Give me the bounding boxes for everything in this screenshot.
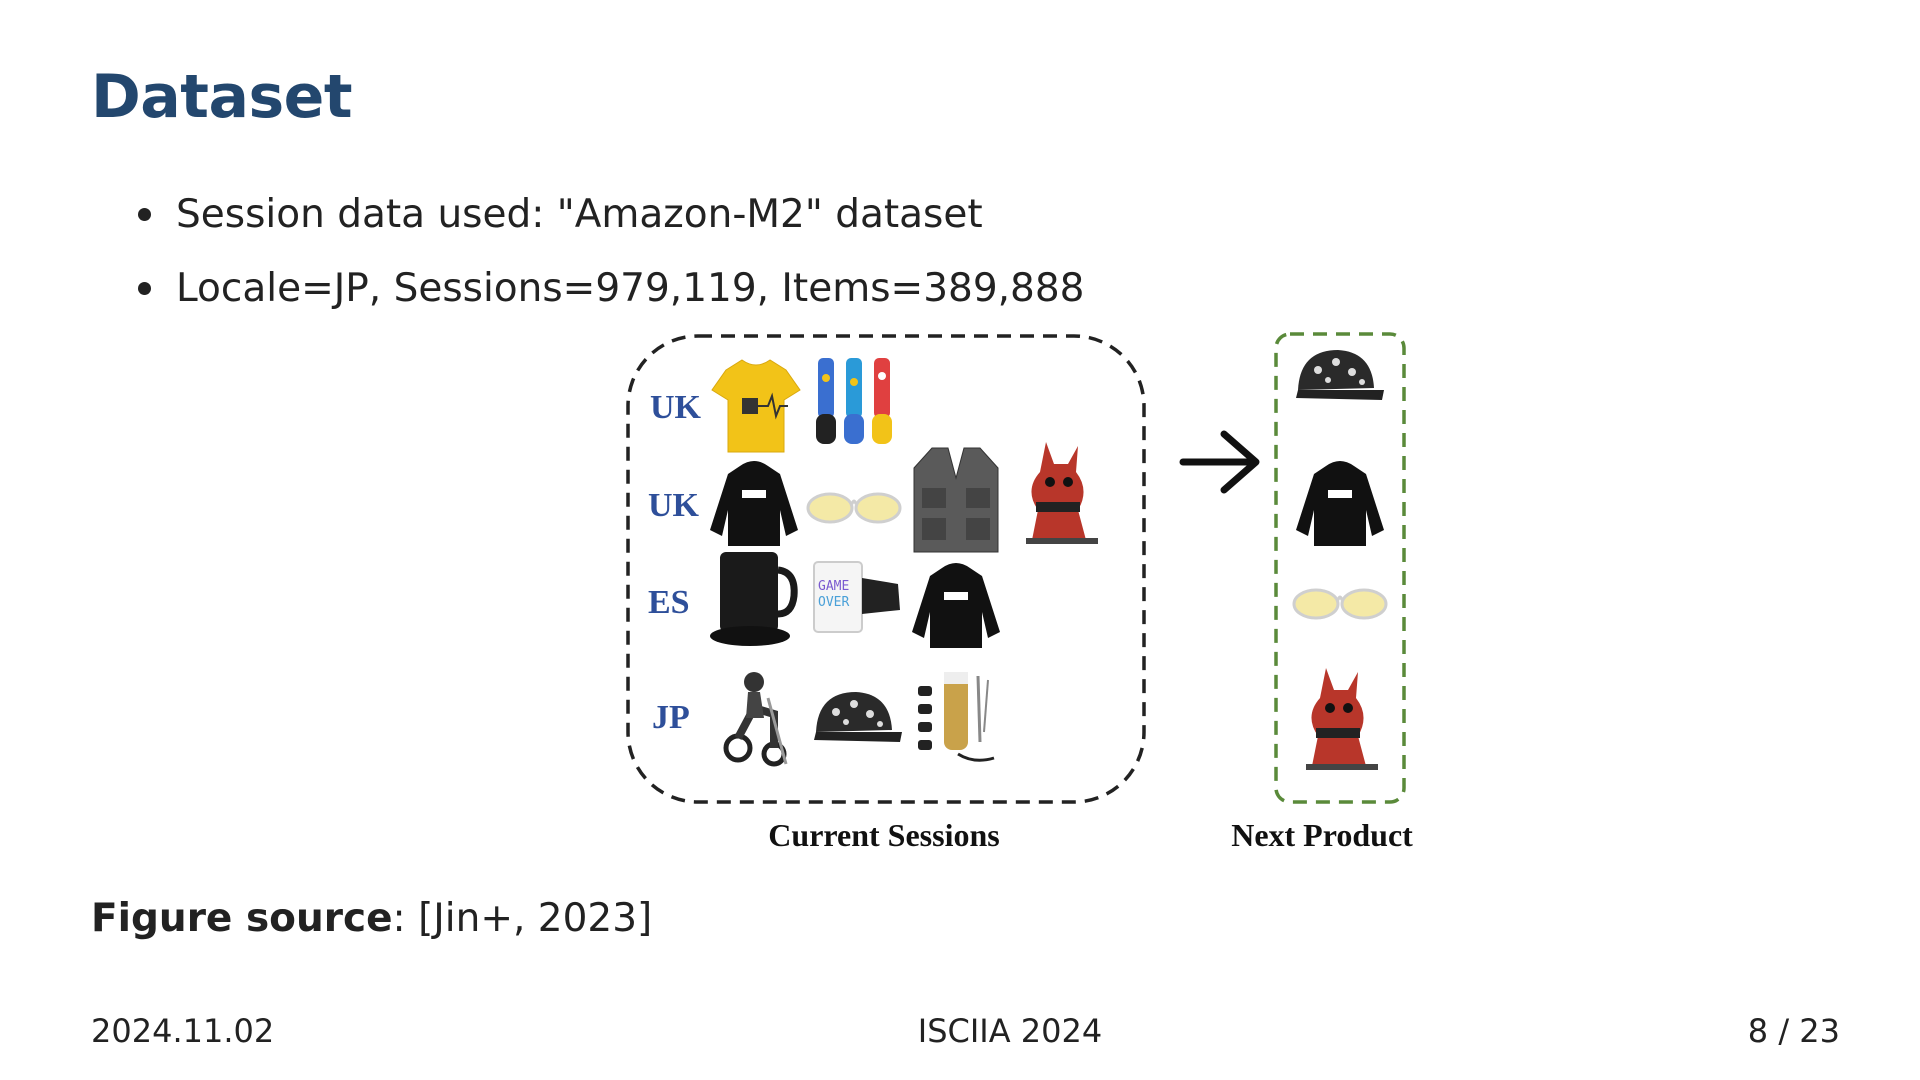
socks-icon bbox=[816, 358, 892, 444]
glasses-icon bbox=[806, 492, 902, 524]
motorbike-figure-icon bbox=[723, 672, 788, 767]
hoodie-icon bbox=[912, 563, 1000, 648]
arrow-right-icon bbox=[1179, 430, 1260, 494]
current-sessions-caption: Current Sessions bbox=[768, 817, 999, 853]
vest-icon bbox=[913, 447, 999, 553]
next-product-box bbox=[1274, 332, 1406, 804]
figure-toy-icon bbox=[1306, 668, 1378, 770]
figure-canvas: UK UK ES JP bbox=[626, 332, 1413, 853]
bullet-item: Locale=JP, Sessions=979,119, Items=389,8… bbox=[130, 252, 1084, 326]
footer-venue: ISCIIA 2024 bbox=[917, 1012, 1103, 1050]
session-figure: UK UK ES JP bbox=[620, 330, 1440, 860]
bullet-list: Session data used: "Amazon-M2" dataset L… bbox=[130, 178, 1084, 326]
footer-page-number: 8 / 23 bbox=[1747, 1012, 1840, 1050]
cap-icon bbox=[1296, 350, 1384, 400]
tshirt-icon bbox=[711, 359, 801, 453]
bullet-item: Session data used: "Amazon-M2" dataset bbox=[130, 178, 1084, 252]
locale-label: JP bbox=[652, 699, 690, 736]
bullet-text: Locale=JP, Sessions=979,119, Items=389,8… bbox=[176, 266, 1085, 311]
locale-label: ES bbox=[648, 584, 690, 621]
bullet-text: Session data used: "Amazon-M2" dataset bbox=[176, 192, 983, 237]
glasses-icon bbox=[1292, 588, 1388, 620]
slide-title: Dataset bbox=[91, 62, 353, 132]
locale-label: UK bbox=[650, 389, 702, 426]
figure-source: Figure source: [Jin+, 2023] bbox=[91, 896, 652, 941]
game-over-mug-icon: GAME OVER bbox=[813, 561, 900, 633]
hoodie-icon bbox=[1296, 461, 1384, 546]
bullet-dot-icon bbox=[138, 282, 151, 295]
svg-text:OVER: OVER bbox=[818, 595, 849, 610]
mug-icon bbox=[710, 552, 798, 646]
cap-icon bbox=[814, 692, 902, 742]
svg-text:GAME: GAME bbox=[818, 579, 849, 594]
footer-date: 2024.11.02 bbox=[91, 1012, 275, 1050]
figure-toy-icon bbox=[1026, 442, 1098, 544]
hair-clipper-icon bbox=[918, 672, 995, 762]
bullet-dot-icon bbox=[138, 208, 151, 221]
locale-label: UK bbox=[648, 487, 700, 524]
figure-source-citation: : [Jin+, 2023] bbox=[392, 896, 653, 941]
hoodie-icon bbox=[710, 461, 798, 546]
current-sessions-box bbox=[626, 334, 1146, 804]
next-product-caption: Next Product bbox=[1231, 817, 1413, 853]
figure-source-label: Figure source bbox=[91, 896, 393, 941]
